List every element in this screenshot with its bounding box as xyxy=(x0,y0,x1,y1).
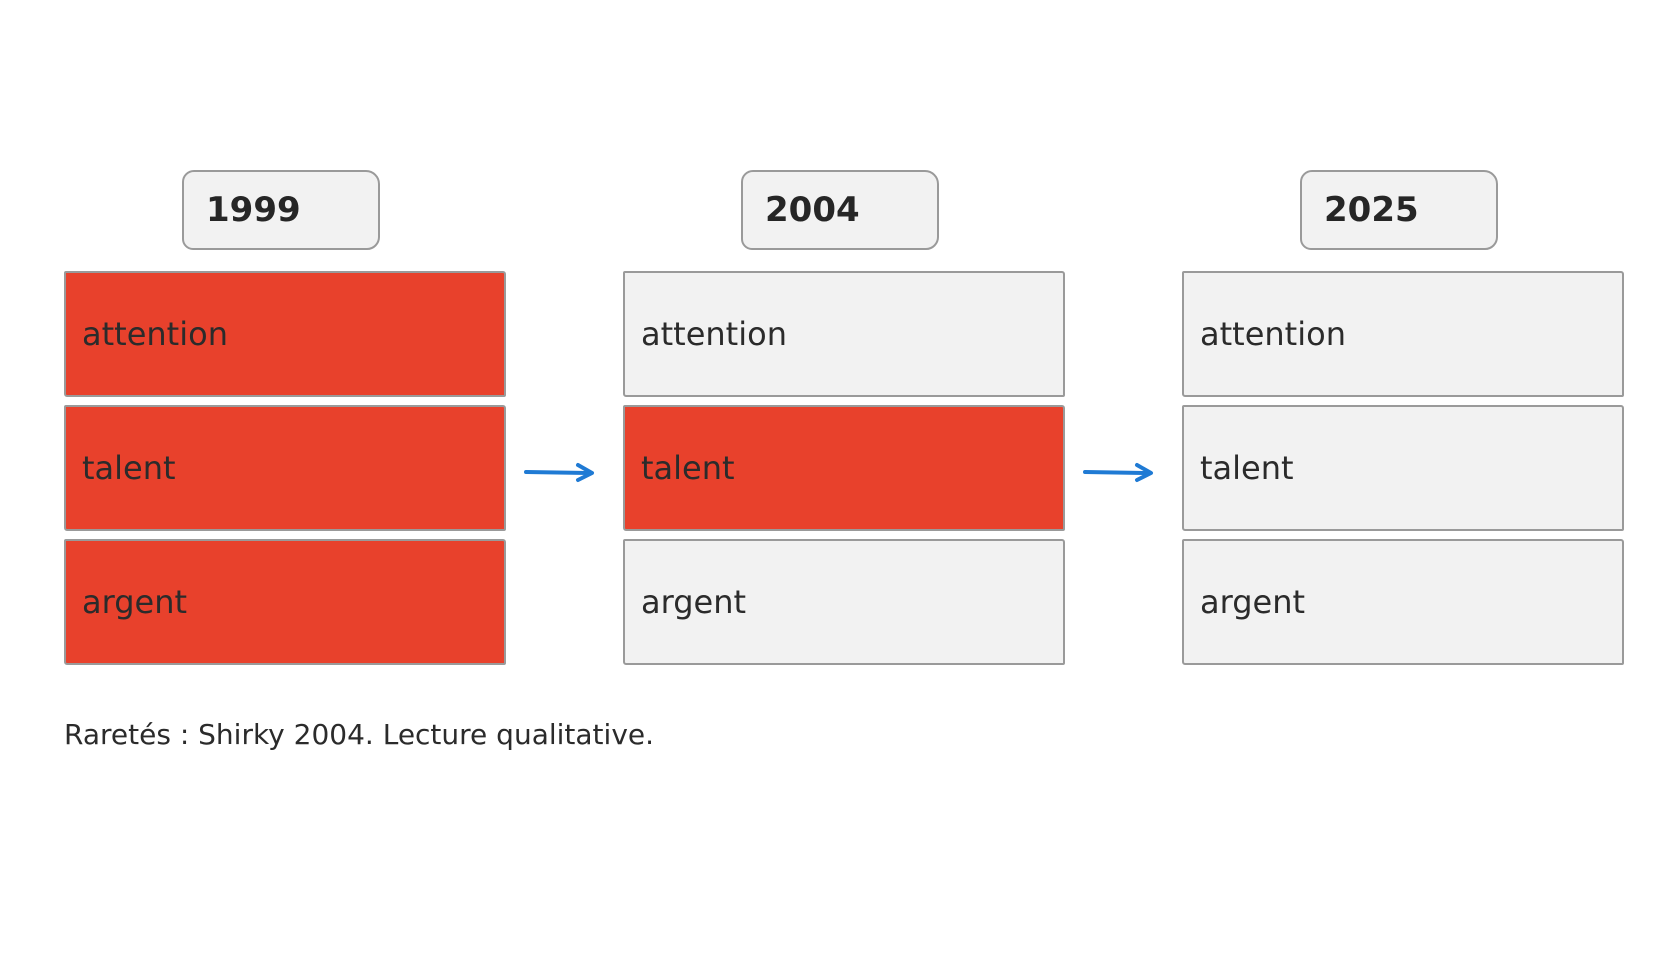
cell-argent: argent xyxy=(1182,539,1624,665)
cell-attention: attention xyxy=(1182,271,1624,397)
caption: Raretés : Shirky 2004. Lecture qualitati… xyxy=(64,718,655,751)
year-tag: 2025 xyxy=(1300,170,1498,250)
resource-stack: attention talent argent xyxy=(1182,271,1624,665)
resource-stack: attention talent argent xyxy=(623,271,1065,665)
column-2004: 2004 attention talent argent xyxy=(623,170,1065,668)
column-2025: 2025 attention talent argent xyxy=(1182,170,1624,668)
cell-talent: talent xyxy=(623,405,1065,531)
year-tag: 2004 xyxy=(741,170,939,250)
cell-attention: attention xyxy=(64,271,506,397)
cell-argent: argent xyxy=(623,539,1065,665)
cell-talent: talent xyxy=(1182,405,1624,531)
column-1999: 1999 attention talent argent xyxy=(64,170,506,668)
year-tag: 1999 xyxy=(182,170,380,250)
resource-stack: attention talent argent xyxy=(64,271,506,665)
right-arrow-icon xyxy=(1083,463,1153,482)
cell-attention: attention xyxy=(623,271,1065,397)
cell-talent: talent xyxy=(64,405,506,531)
cell-argent: argent xyxy=(64,539,506,665)
right-arrow-icon xyxy=(524,463,594,482)
